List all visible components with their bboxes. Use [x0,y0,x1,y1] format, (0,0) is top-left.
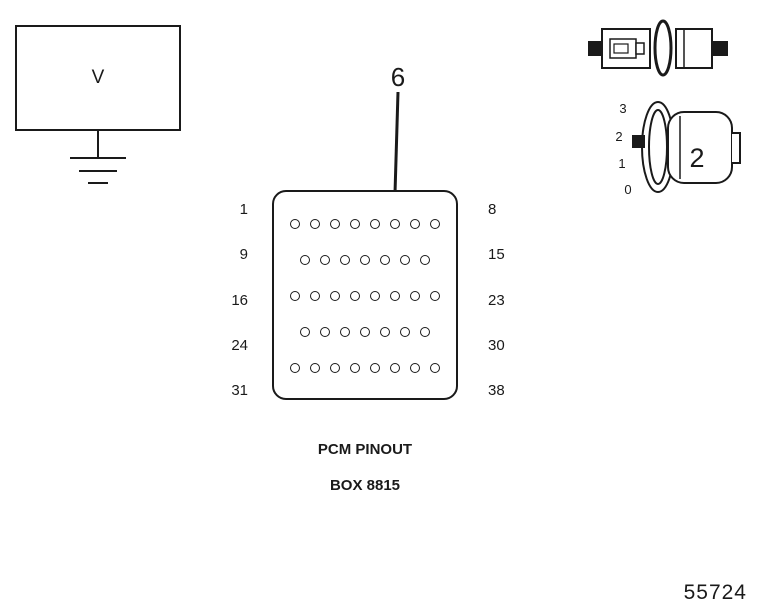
pin [350,363,360,373]
pin [380,327,390,337]
connector-side-view-icon [588,19,728,77]
pin-row [280,219,450,229]
pin [430,363,440,373]
ground-symbol-line [88,182,108,184]
pin [290,363,300,373]
pin [370,219,380,229]
pin [360,255,370,265]
voltmeter-symbol: V [15,25,181,131]
pin [300,327,310,337]
pin [420,255,430,265]
pin-row-label: 31 [231,382,248,399]
pin [350,219,360,229]
pin-row-label: 8 [488,201,497,218]
pin [350,291,360,301]
pin [380,255,390,265]
pcm-connector-outline [272,190,458,400]
scale-label: 0 [624,182,632,197]
pin [320,327,330,337]
connector-number-label: 2 [689,143,705,173]
pin [300,255,310,265]
pin [400,255,410,265]
pin [410,291,420,301]
pin [390,291,400,301]
pin-row [280,291,450,301]
pin [290,291,300,301]
pin [390,219,400,229]
ground-symbol-line [79,170,117,172]
pin [410,219,420,229]
pin-labels-right: 8 15 23 30 38 [488,202,524,398]
scale-label: 1 [618,156,626,171]
pin-row-label: 16 [231,291,248,309]
pin [430,291,440,301]
pin [370,363,380,373]
pin [310,219,320,229]
pin [310,363,320,373]
pin-row-label: 24 [231,336,248,354]
pin [360,327,370,337]
pin [330,291,340,301]
ground-lead [97,131,99,158]
pin [340,327,350,337]
pin-row [280,363,450,373]
pin [430,219,440,229]
pin [330,219,340,229]
ground-symbol-line [70,157,126,159]
pcm-caption-line2: BOX 8815 [329,477,401,494]
pin [340,255,350,265]
scale-label: 2 [615,129,623,144]
pin-row-label: 38 [488,382,505,399]
pin-row-label: 9 [239,246,248,264]
pin-row [280,255,450,265]
pin [310,291,320,301]
pin [400,327,410,337]
pin [420,327,430,337]
pin [370,291,380,301]
pin-row [280,327,450,337]
pin-grid [280,219,450,373]
pin [390,363,400,373]
pin [320,255,330,265]
pin-labels-left: 1 9 16 24 31 [212,202,248,398]
voltmeter-label: V [91,67,105,88]
scale-label: 3 [619,101,627,116]
pcm-caption-line1: PCM PINOUT [317,441,413,458]
pin-callout-label: 6 [390,62,406,92]
figure-number: 55724 [683,581,747,604]
pin-row-label: 1 [239,201,248,218]
pin [290,219,300,229]
pin-row-label: 30 [488,336,505,354]
pin-row-label: 23 [488,291,505,309]
pin [330,363,340,373]
pin [410,363,420,373]
pin-row-label: 15 [488,246,505,264]
